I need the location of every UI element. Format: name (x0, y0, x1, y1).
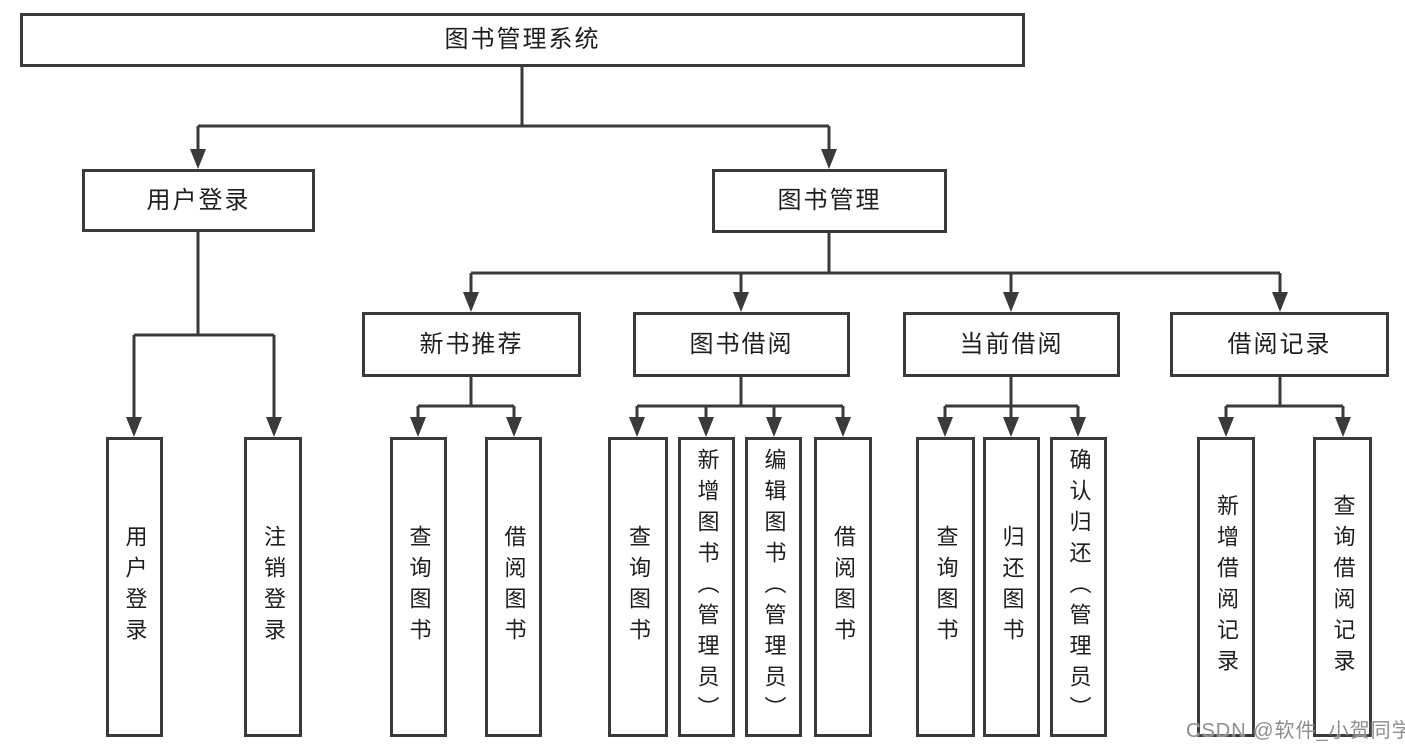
node-label: 归还图书 (999, 525, 1025, 649)
node-label: 注销登录 (261, 525, 286, 649)
node-label: 查询图书 (626, 525, 651, 649)
node-label: 新书推荐 (419, 330, 524, 358)
leaf-add-borrow-record: 新增借阅记录 (1197, 437, 1255, 737)
leaf-user-login: 用户登录 (106, 437, 163, 737)
node-label: 编辑图书（管理员） (761, 447, 787, 727)
leaf-borrow-books-recommend: 借阅图书 (485, 437, 542, 737)
node-label: 用户登录 (146, 186, 251, 214)
node-label: 新增图书（管理员） (694, 447, 720, 727)
node-borrowing-records: 借阅记录 (1170, 312, 1389, 377)
node-current-borrowing: 当前借阅 (903, 312, 1120, 377)
node-book-borrowing: 图书借阅 (633, 312, 850, 377)
node-label: 图书管理系统 (444, 26, 601, 53)
node-label: 借阅记录 (1227, 330, 1332, 358)
node-book-management: 图书管理 (712, 169, 947, 233)
leaf-query-borrow-record: 查询借阅记录 (1313, 437, 1372, 737)
node-label: 新增借阅记录 (1214, 494, 1239, 680)
leaf-borrow-books-borrowing: 借阅图书 (814, 437, 872, 737)
leaf-query-books-recommend: 查询图书 (390, 437, 447, 737)
node-label: 查询图书 (406, 525, 432, 649)
leaf-logout: 注销登录 (244, 437, 302, 737)
node-label: 当前借阅 (959, 330, 1064, 358)
leaf-return-books: 归还图书 (983, 437, 1040, 737)
leaf-query-books-current: 查询图书 (916, 437, 975, 737)
node-label: 查询图书 (933, 525, 959, 649)
leaf-edit-books-admin: 编辑图书（管理员） (745, 437, 802, 737)
leaf-confirm-return-admin: 确认归还（管理员） (1050, 437, 1107, 737)
node-label: 借阅图书 (831, 525, 856, 649)
node-library-management-system: 图书管理系统 (20, 13, 1025, 67)
node-user-login: 用户登录 (82, 169, 315, 232)
node-label: 用户登录 (122, 525, 148, 649)
node-label: 借阅图书 (501, 525, 527, 649)
leaf-add-books-admin: 新增图书（管理员） (678, 437, 735, 737)
leaf-query-books-borrowing: 查询图书 (608, 437, 668, 737)
node-label: 查询借阅记录 (1330, 494, 1356, 680)
watermark-csdn: CSDN @软件_小贺同学 (1186, 720, 1405, 742)
node-label: 确认归还（管理员） (1066, 447, 1092, 727)
node-label: 图书管理 (777, 187, 882, 214)
node-new-book-recommendation: 新书推荐 (362, 312, 581, 377)
node-label: 图书借阅 (689, 330, 794, 358)
